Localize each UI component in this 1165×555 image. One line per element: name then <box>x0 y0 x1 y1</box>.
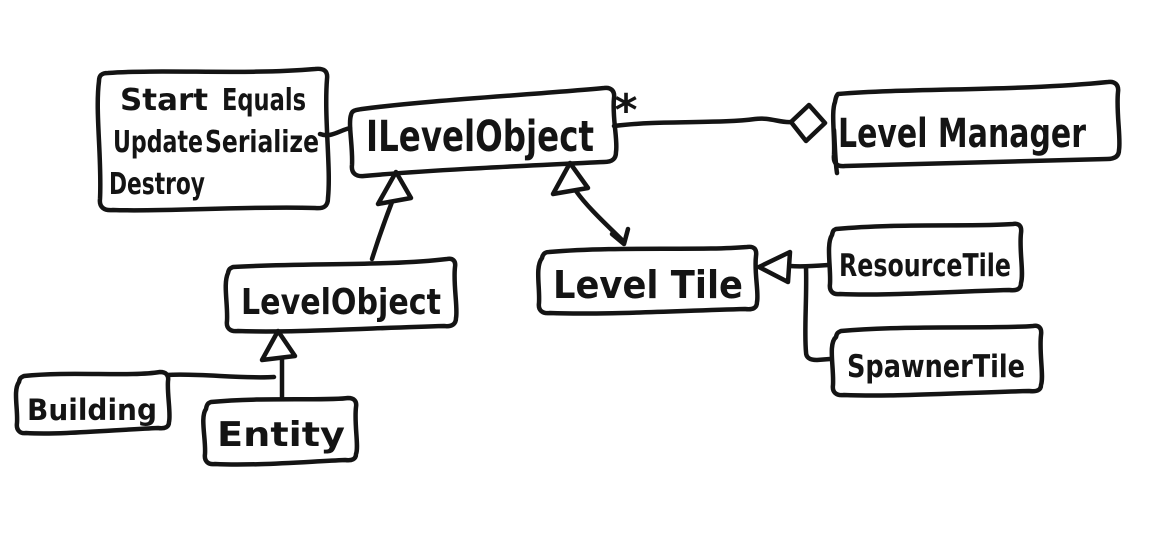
inheritance-line-levelobject <box>369 199 395 262</box>
spawnertile-class-box <box>829 323 1045 398</box>
resourcetile-label: ResourceTile <box>839 248 1011 284</box>
method-label-destroy: Destroy <box>109 167 205 202</box>
inheritance-arrowhead-levelobject-children <box>259 328 298 363</box>
ilevelobject-class-box <box>347 85 619 179</box>
multiplicity-star: * <box>614 85 637 136</box>
entity-label: Entity <box>217 415 345 455</box>
entity-class-box <box>201 395 360 467</box>
pen-arrowhead-at-leveltile <box>609 226 631 247</box>
inheritance-line-leveltile <box>573 188 626 244</box>
resourcetile-connector-line <box>787 262 831 269</box>
methods-note-box <box>95 66 332 213</box>
spawnertile-label: SpawnerTile <box>847 349 1025 385</box>
inheritance-arrowhead-tiles <box>756 249 793 285</box>
building-connector-line <box>164 372 277 380</box>
aggregation-diamond <box>788 102 828 144</box>
leveltile-label: Level Tile <box>553 263 743 307</box>
method-label-update: Update <box>113 125 203 160</box>
aggregation-line <box>611 116 794 129</box>
levelobject-label: LevelObject <box>241 282 441 323</box>
method-label-equals: Equals <box>222 83 306 118</box>
inheritance-arrowhead-levelobject <box>375 169 414 207</box>
note-attachment-line <box>317 125 353 138</box>
method-label-serialize: Serialize <box>205 125 319 160</box>
method-label-start: Start <box>120 83 208 118</box>
levelobject-class-box <box>223 256 459 334</box>
inheritance-arrowhead-leveltile <box>550 160 591 197</box>
building-label: Building <box>27 393 157 427</box>
leveltile-class-box <box>535 244 760 316</box>
ilevelobject-label: ILevelObject <box>366 112 594 162</box>
levelmanager-box-pen-tail <box>831 127 840 176</box>
resourcetile-class-box <box>826 221 1025 297</box>
spawnertile-connector-line <box>803 264 833 363</box>
levelmanager-label: Level Manager <box>838 111 1086 157</box>
building-class-box <box>13 369 172 436</box>
